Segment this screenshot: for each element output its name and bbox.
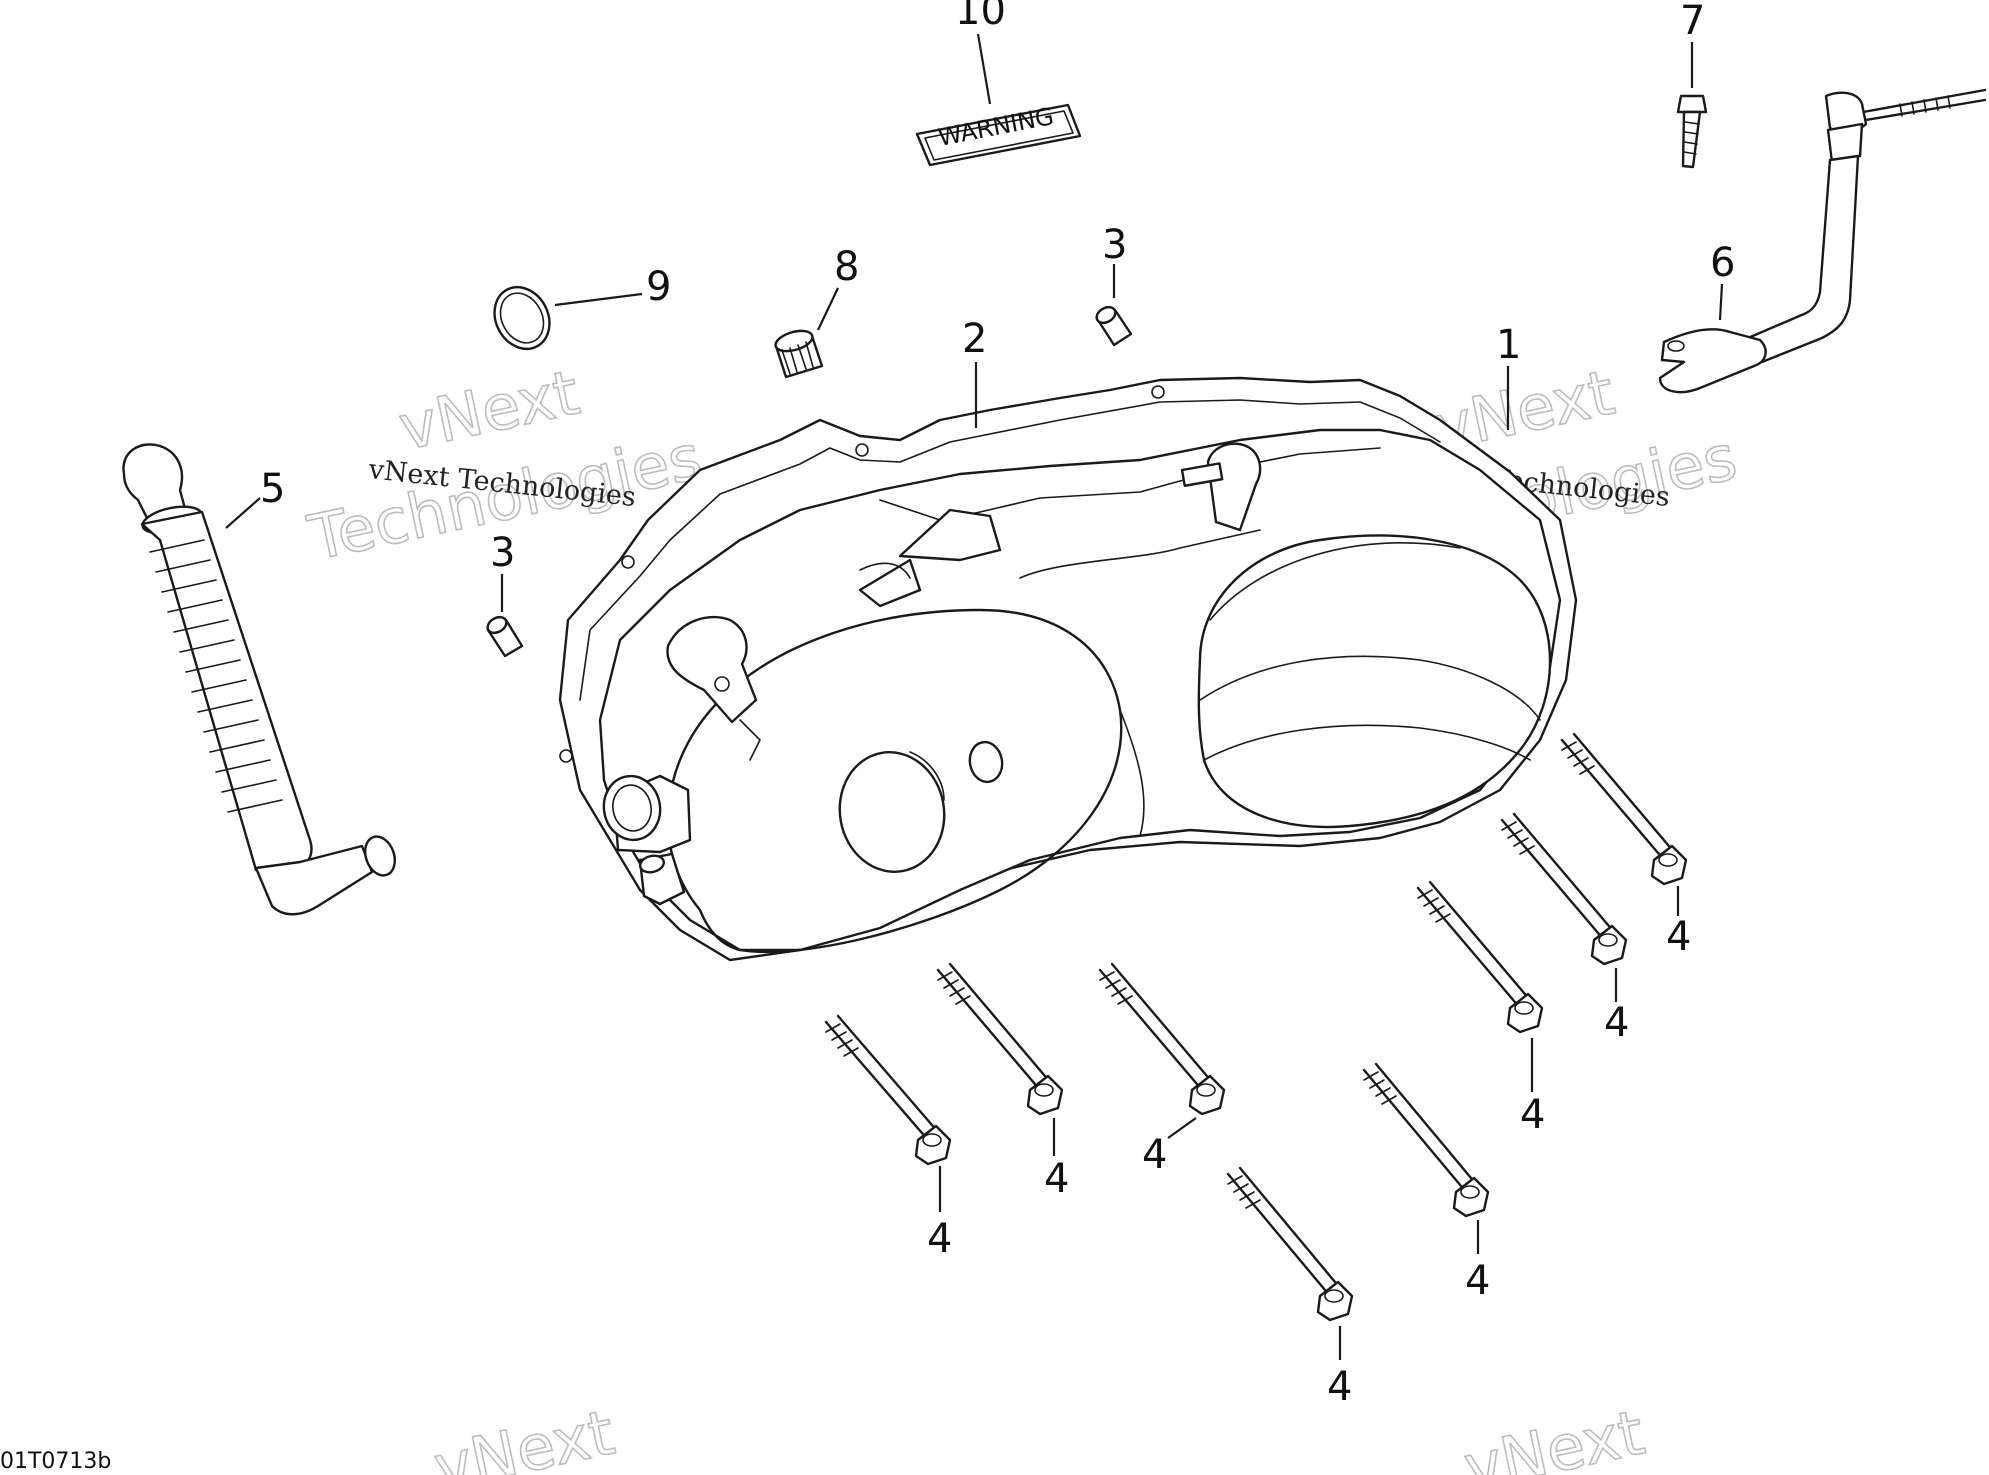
part-9-o-ring xyxy=(493,286,551,350)
callout-10: 10 xyxy=(955,0,1006,34)
diagram-reference-code: 01T0713b xyxy=(0,1449,111,1474)
callout-4: 4 xyxy=(1327,1364,1352,1410)
bolt xyxy=(1362,1062,1490,1218)
bolt xyxy=(1416,880,1544,1034)
part-4-bolts xyxy=(824,732,1688,1322)
bolt xyxy=(1226,1166,1354,1322)
callout-4: 4 xyxy=(1520,1092,1545,1138)
callout-2: 2 xyxy=(962,316,987,362)
callout-4: 4 xyxy=(1465,1258,1490,1304)
callout-4: 4 xyxy=(1044,1156,1069,1202)
watermark-big-line-1: vNext xyxy=(428,1396,620,1475)
callout-6: 6 xyxy=(1710,240,1735,286)
leader-lines xyxy=(225,33,1724,1360)
part-8-needle-bearing xyxy=(774,329,824,379)
part-5-breather-tube xyxy=(122,443,397,916)
part-7-screw xyxy=(1676,94,1708,169)
bolt xyxy=(1560,732,1688,886)
callout-4: 4 xyxy=(1666,914,1691,960)
callout-4: 4 xyxy=(1142,1132,1167,1178)
part-3-dowel-pin-lower xyxy=(486,615,524,658)
callout-4: 4 xyxy=(1604,1000,1629,1046)
callout-1: 1 xyxy=(1496,322,1521,368)
callouts: 10 7 6 9 8 3 2 1 5 3 4 4 4 4 4 4 4 4 xyxy=(260,0,1735,1410)
watermark-bottom: vNext vNext xyxy=(427,1395,1651,1475)
callout-3-upper: 3 xyxy=(1102,222,1127,268)
callout-5: 5 xyxy=(260,466,285,512)
part-1-cvt-cover xyxy=(558,376,1578,962)
watermark-big-line-1: vNext xyxy=(393,356,585,465)
bolt xyxy=(1098,962,1226,1116)
bolt xyxy=(824,1014,952,1166)
callout-4: 4 xyxy=(927,1216,952,1262)
callout-3-lower: 3 xyxy=(490,530,515,576)
bolt xyxy=(1500,812,1628,966)
part-10-warning-label: WARNING xyxy=(915,102,1082,167)
callout-9: 9 xyxy=(646,264,671,310)
bolt xyxy=(936,962,1064,1116)
watermark-big-line-1: vNext xyxy=(1458,1396,1650,1475)
part-3-dowel-pin-upper xyxy=(1095,305,1133,347)
callout-8: 8 xyxy=(834,244,859,290)
callout-7: 7 xyxy=(1680,0,1705,44)
part-6-cable-bracket xyxy=(1658,88,1987,394)
